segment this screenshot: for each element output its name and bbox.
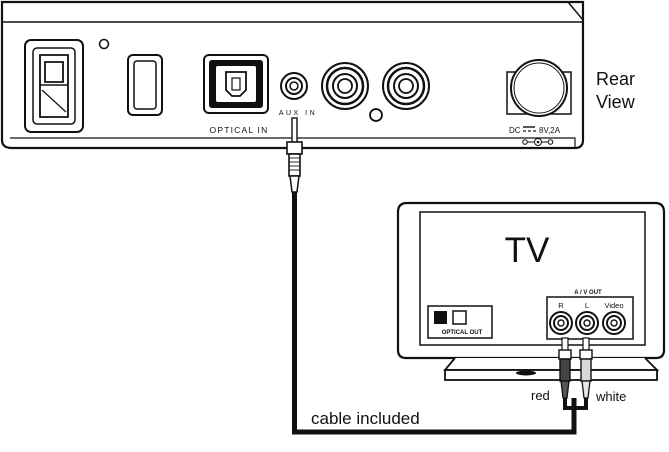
dc-label: DC <box>509 126 521 135</box>
dc-symbol-icon <box>523 126 536 132</box>
av-jack-video-label: Video <box>604 301 623 310</box>
av-jack-r-label: R <box>558 301 564 310</box>
polarity-icon <box>522 138 554 146</box>
rca-plug-white <box>579 337 593 399</box>
rca-jack-left <box>321 62 369 110</box>
power-rating: 8V,2A <box>539 126 561 135</box>
rca-plug-red <box>558 337 572 399</box>
tv-rca-jack-video <box>602 311 626 335</box>
power-switch <box>24 39 84 133</box>
av-out-label: A / V OUT <box>574 290 602 296</box>
tv-optical-out-label: OPTICAL OUT <box>442 330 483 336</box>
cable-line <box>292 192 577 435</box>
slot-connector <box>127 54 163 116</box>
tv-rca-jack-r <box>549 311 573 335</box>
cable-split <box>563 398 588 410</box>
screw-hole <box>369 108 383 122</box>
rear-view-label-line1: Rear <box>596 69 635 89</box>
plug-red-label: red <box>531 388 550 403</box>
av-jack-l-label: L <box>585 301 589 310</box>
indicator-hole <box>98 38 110 50</box>
aux-in-jack <box>280 72 308 100</box>
cable-included-label: cable included <box>311 409 420 428</box>
rca-jack-right <box>382 62 430 110</box>
tv-title: TV <box>505 231 550 270</box>
tv-rca-jack-l <box>575 311 599 335</box>
optical-in-label: OPTICAL IN <box>210 125 269 135</box>
aux-in-label: AUX IN <box>279 110 317 117</box>
optical-in-port <box>203 54 269 114</box>
tv-optical-out-port <box>427 305 493 339</box>
rear-view-label-line2: View <box>596 92 636 112</box>
dc-power-jack <box>506 59 572 117</box>
plug-white-label: white <box>595 389 626 404</box>
tv-body <box>396 201 666 381</box>
